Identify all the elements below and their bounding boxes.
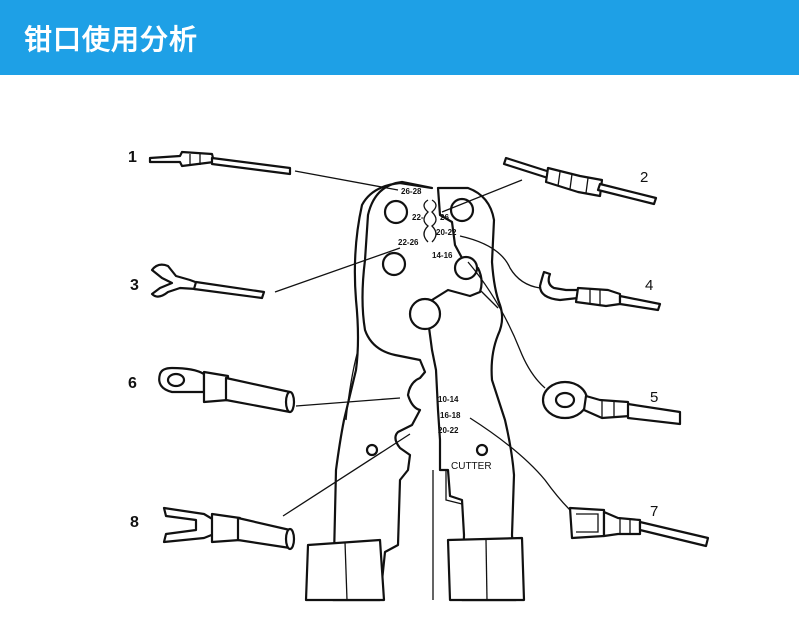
handle-label-3: 20-22 <box>438 426 459 435</box>
fork-terminal-icon <box>150 263 266 300</box>
crimping-tool-icon <box>304 180 526 602</box>
jaw-label-1: 26-28 <box>401 187 422 196</box>
large-fork-terminal-icon <box>162 506 296 551</box>
large-ring-terminal-icon <box>158 366 296 414</box>
handle-label-1: 10-14 <box>438 395 459 404</box>
handle-label-2: 16-18 <box>440 411 461 420</box>
jaw-label-3: 26 <box>440 213 449 222</box>
terminal-number-6: 6 <box>128 375 137 392</box>
butt-splice-icon <box>502 156 658 206</box>
jaw-label-4: 20-22 <box>436 228 457 237</box>
insulated-fork-terminal-icon <box>538 270 662 312</box>
pin-terminal-icon <box>148 150 292 176</box>
terminal-number-3: 3 <box>130 277 139 294</box>
terminal-number-1: 1 <box>128 149 137 166</box>
cutter-label: CUTTER <box>451 461 492 472</box>
terminal-number-7: 7 <box>650 503 658 520</box>
page-title: 钳口使用分析 <box>24 23 199 56</box>
terminal-number-4: 4 <box>645 277 653 294</box>
terminal-number-2: 2 <box>640 169 648 186</box>
terminal-number-5: 5 <box>650 389 658 406</box>
jaw-label-5: 22-26 <box>398 238 419 247</box>
jaw-label-6: 14-16 <box>432 251 453 260</box>
header-banner: 钳口使用分析 <box>0 0 799 75</box>
jaw-label-2: 22- <box>412 213 424 222</box>
female-spade-connector-icon <box>568 506 710 548</box>
terminal-number-8: 8 <box>130 514 139 531</box>
insulated-ring-terminal-icon <box>541 380 682 426</box>
